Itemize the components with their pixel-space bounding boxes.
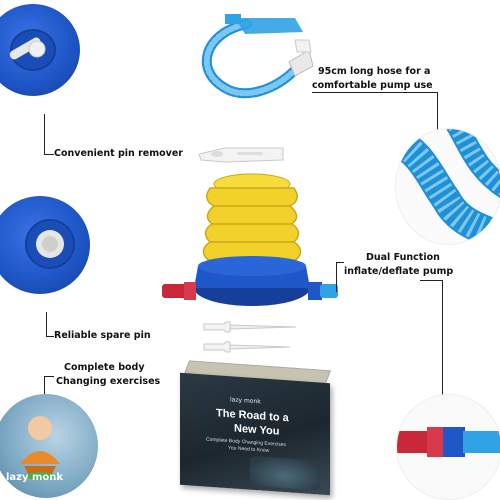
pin-remover-leader-vertical (44, 114, 45, 154)
hose-leader-vertical (437, 92, 438, 130)
nozzle-closeup-image (396, 394, 500, 500)
spare-pin-cap-image (0, 196, 90, 294)
hose-image (201, 14, 314, 99)
book-title-line1: The Road to a (216, 407, 289, 425)
badge-brand: lazy monk (6, 472, 64, 483)
spare-pin-leader-vertical (46, 312, 47, 336)
book-brand: lazy monk (230, 396, 261, 406)
pump-leader-horizontal (336, 262, 344, 263)
pin-remover-piece-image (198, 147, 284, 163)
pump-leader-vertical-right (442, 280, 443, 396)
hose-closeup-image (395, 128, 500, 245)
pump-leader-right-horizontal (420, 280, 442, 281)
hose-leader-horizontal (312, 92, 437, 93)
pin-remover-label: Convenient pin remover (54, 148, 183, 159)
pump-label-line2: inflate/deflate pump (344, 266, 454, 277)
spare-pins-image (203, 321, 297, 353)
spare-pin-leader-horizontal (46, 336, 54, 337)
exercises-leader-vertical (44, 376, 45, 398)
exercises-label-line2: Changing exercises (56, 376, 161, 387)
exercises-leader-horizontal (44, 376, 54, 377)
exercises-label-line1: Complete body (64, 362, 145, 373)
exercise-book-image: lazy monk The Road to a New You Complete… (180, 361, 330, 497)
hose-label-line2: comfortable pump use (312, 80, 433, 91)
pump-label-line1: Dual Function (366, 252, 440, 263)
pin-icon (9, 29, 56, 71)
book-title-line2: New You (234, 422, 280, 438)
spare-pin-icon (25, 219, 75, 269)
lazy-monk-badge-image: lazy monk (0, 394, 98, 498)
pump-leader-vertical-left (336, 262, 337, 292)
hose-label-line1: 95cm long hose for a (318, 66, 431, 77)
spare-pin-label: Reliable spare pin (54, 330, 151, 341)
monk-icon (20, 416, 60, 480)
pin-remover-cap-image (0, 4, 80, 96)
foot-pump-image (162, 173, 338, 306)
pin-remover-leader-horizontal (44, 154, 54, 155)
